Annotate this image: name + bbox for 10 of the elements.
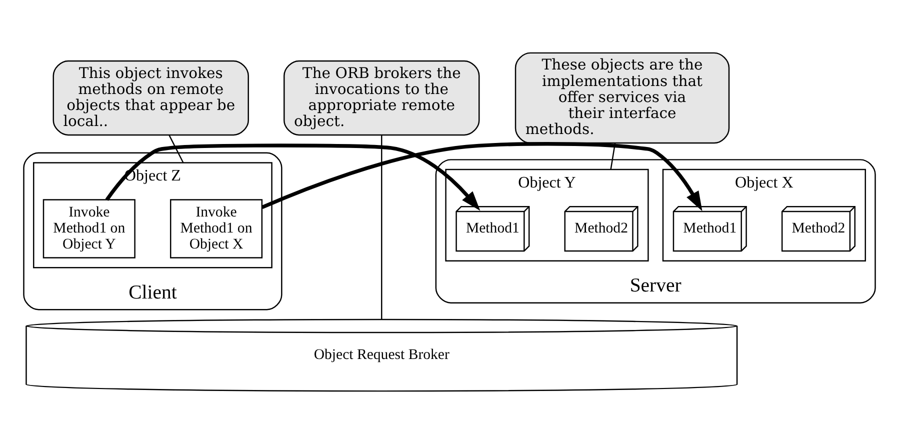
arrow (261, 142, 702, 212)
node-box: Invoke Method1 on Object X (170, 199, 263, 258)
connector (168, 135, 184, 164)
node-box: Invoke Method1 on Object Y (42, 199, 136, 258)
connector (381, 135, 382, 320)
node-box: These objects are the implementations that offer services via their interface methods. (514, 52, 730, 144)
arrow (105, 144, 480, 211)
node-box: This object invokes methods on remote objects that appear be local.. (52, 60, 249, 136)
connector (610, 142, 616, 170)
node-box: The ORB brokers the invocations to the appropriate remote object. (284, 60, 480, 136)
